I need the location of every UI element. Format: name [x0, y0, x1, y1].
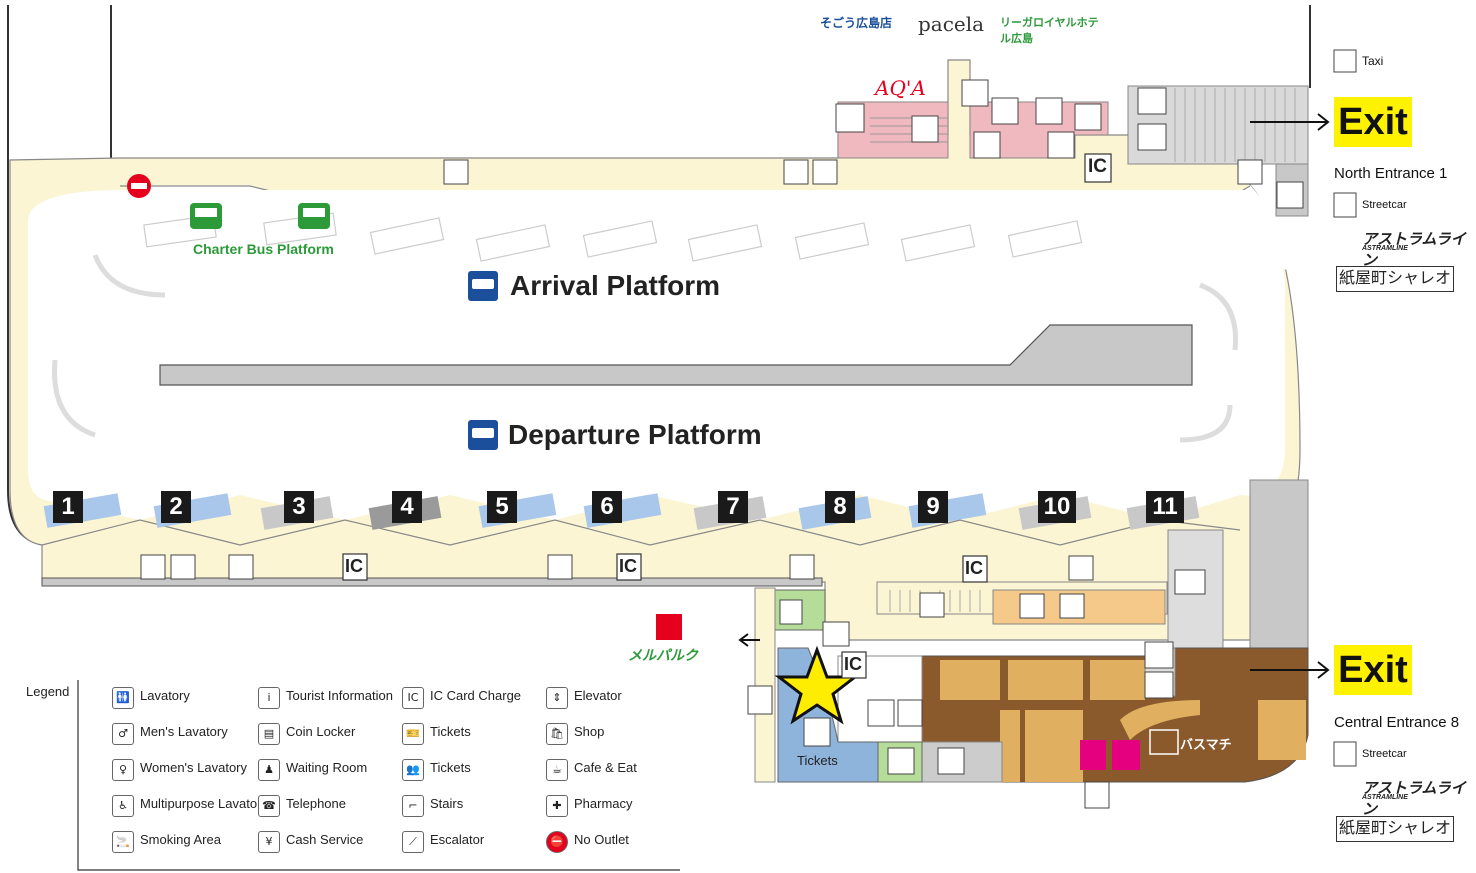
- cafe-eat-icon: ☕: [546, 759, 568, 781]
- tickets-room-label: Tickets: [797, 753, 838, 768]
- legend-label: Telephone: [286, 796, 346, 811]
- central-kamiyacho-label: 紙屋町シャレオ: [1336, 816, 1454, 842]
- legend-label: Elevator: [574, 688, 622, 703]
- elevator-icon: ⇕: [546, 687, 568, 709]
- central-astram-sub: ASTRAMLINE: [1362, 794, 1408, 801]
- north-kamiyacho-label: 紙屋町シャレオ: [1336, 266, 1454, 292]
- north-astram-sub: ASTRAMLINE: [1362, 245, 1408, 252]
- legend-label: Waiting Room: [286, 760, 368, 775]
- central-astram-label: アストラムライン: [1362, 780, 1466, 818]
- tourist-information-icon: i: [258, 687, 280, 709]
- ic-label: IC: [345, 556, 363, 576]
- departure-platform-label: Departure Platform: [508, 419, 762, 450]
- north-entrance-label: North Entrance 1: [1334, 165, 1448, 182]
- charter-bus-platform-label: Charter Bus Platform: [193, 241, 334, 257]
- legend-label: Men's Lavatory: [140, 724, 228, 739]
- pacela-logo: pacela: [918, 12, 985, 36]
- legend-label: Tourist Information: [286, 688, 393, 703]
- legend-label: Cafe & Eat: [574, 760, 637, 775]
- central-entrance-label: Central Entrance 8: [1334, 714, 1460, 731]
- tickets-counter-icon: 👥: [402, 759, 424, 781]
- platform-number-4: 4: [392, 491, 422, 523]
- legend-label: Stairs: [430, 796, 464, 811]
- legend-label: Multipurpose Lavatory: [140, 796, 268, 811]
- charter-bus-icon: [190, 203, 222, 229]
- pharmacy-icon: ✚: [546, 795, 568, 817]
- platform-number-5: 5: [487, 491, 517, 523]
- stairs-icon: ⌐: [402, 795, 424, 817]
- smoking-area-icon: 🚬: [112, 831, 134, 853]
- ic-label: IC: [844, 654, 862, 674]
- waiting-room-icon: ♟: [258, 759, 280, 781]
- legend-label: Lavatory: [140, 688, 190, 703]
- departure-bus-icon: [468, 420, 498, 450]
- platform-number-11: 11: [1146, 491, 1184, 523]
- platform-number-8: 8: [825, 491, 855, 523]
- legend-label: Pharmacy: [574, 796, 633, 811]
- legend-title: Legend: [26, 684, 70, 699]
- north-streetcar-label: Streetcar: [1362, 199, 1407, 211]
- coin-locker-icon: ▤: [258, 723, 280, 745]
- arrival-bus-icon: [468, 271, 498, 301]
- ic-label: IC: [619, 556, 637, 576]
- charter-bus-icon: [298, 203, 330, 229]
- platform-number-7: 7: [718, 491, 748, 523]
- platform-number-2: 2: [161, 491, 191, 523]
- legend-label: Cash Service: [286, 832, 364, 847]
- platform-number-10: 10: [1038, 491, 1076, 523]
- mens-lavatory-icon: ♂: [112, 723, 134, 745]
- legend-label: Tickets: [430, 724, 471, 739]
- legend-label: Escalator: [430, 832, 485, 847]
- no-outlet-sign: [127, 174, 151, 198]
- rihga-logo: リーガロイヤルホテル広島: [1000, 17, 1099, 45]
- legend-label: Smoking Area: [140, 832, 221, 847]
- legend-label: Tickets: [430, 760, 471, 775]
- taxi-label: Taxi: [1362, 54, 1384, 68]
- tickets-machine-icon: 🎫: [402, 723, 424, 745]
- escalator-icon: ⟋: [402, 831, 424, 853]
- central-streetcar-label: Streetcar: [1362, 748, 1407, 760]
- platform-number-9: 9: [918, 491, 948, 523]
- legend-label: Women's Lavatory: [140, 760, 248, 775]
- ic-label: IC: [1088, 156, 1107, 177]
- legend-label: Shop: [574, 724, 605, 739]
- ic-label: IC: [965, 558, 983, 578]
- hotel-melparque-logo: メルパルク: [628, 647, 698, 663]
- sogo-logo: そごう広島店: [820, 16, 893, 30]
- aqa-logo: AQ'A: [875, 76, 926, 100]
- no-outlet-icon: ⛔: [546, 831, 568, 853]
- platform-number-6: 6: [592, 491, 622, 523]
- womens-lavatory-icon: ♀: [112, 759, 134, 781]
- legend-label: No Outlet: [574, 832, 629, 847]
- north-astram-label: アストラムライン: [1362, 231, 1466, 269]
- cash-service-icon: ¥: [258, 831, 280, 853]
- central-exit-sign[interactable]: Exit: [1334, 645, 1412, 695]
- ic-card-charge-icon: IC: [402, 687, 424, 709]
- busmachi-logo: バスマチ: [1180, 737, 1232, 752]
- multipurpose-lavatory-icon: ♿: [112, 795, 134, 817]
- platform-number-3: 3: [284, 491, 314, 523]
- north-exit-sign[interactable]: Exit: [1334, 97, 1412, 147]
- legend-label: Coin Locker: [286, 724, 356, 739]
- center-median: [159, 324, 1193, 386]
- telephone-icon: ☎: [258, 795, 280, 817]
- platform-number-1: 1: [53, 491, 83, 523]
- legend-label: IC Card Charge: [430, 688, 522, 703]
- lavatory-icon: 🚻: [112, 687, 134, 709]
- shop-icon: 🛍: [546, 723, 568, 745]
- arrival-platform-label: Arrival Platform: [510, 270, 721, 301]
